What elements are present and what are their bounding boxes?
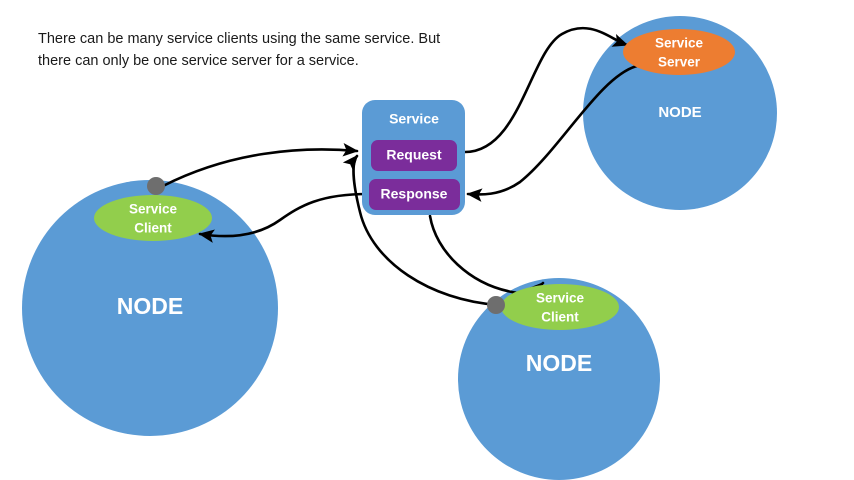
caption-text: There can be many service clients using … (38, 31, 441, 70)
connector-dot-left-client[interactable] (147, 177, 165, 195)
service-server-ellipse[interactable] (623, 29, 735, 75)
service-client-bottom-label-line1: Service (536, 291, 585, 306)
service-client-left-label-line2: Client (134, 221, 172, 236)
service-client-left-label-line1: Service (129, 202, 178, 217)
arrow-server-to-response (466, 64, 639, 202)
node-client-left-label: NODE (117, 293, 183, 319)
node-server-circle[interactable] (583, 16, 777, 210)
arrow-response-to-left-client (198, 192, 370, 243)
arrow-response-to-bottom-client (428, 214, 545, 298)
service-server-label-line1: Service (655, 36, 704, 51)
service-slot-request-label: Request (386, 147, 442, 163)
service-slot-request[interactable] (371, 140, 457, 171)
service-client-bottom-label-line2: Client (541, 310, 579, 325)
arrow-left-client-to-request (161, 143, 359, 188)
arrow-bottom-client-to-request (342, 154, 500, 307)
service-box-title: Service (389, 111, 439, 127)
node-client-bottom-label: NODE (526, 350, 592, 376)
service-client-left-ellipse[interactable] (94, 195, 212, 241)
node-client-left-circle[interactable] (22, 180, 278, 436)
service-client-bottom-ellipse[interactable] (501, 284, 619, 330)
service-slot-response-label: Response (381, 186, 448, 202)
service-server-label-line2: Server (658, 55, 701, 70)
connector-dot-bottom-client[interactable] (487, 296, 505, 314)
node-client-bottom-circle[interactable] (458, 278, 660, 480)
service-slot-response[interactable] (369, 179, 460, 210)
node-server-label: NODE (658, 104, 701, 121)
arrow-request-to-server (463, 26, 629, 154)
